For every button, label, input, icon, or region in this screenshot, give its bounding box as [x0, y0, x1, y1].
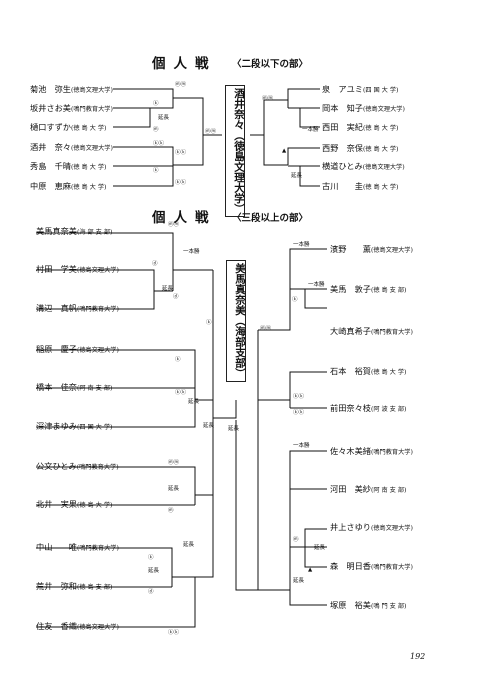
s2-score-mark: ⓜⓜ — [260, 326, 272, 332]
section1-division: 〈二段以下の部〉 — [232, 59, 309, 70]
s2-score-mark: ⓓ — [152, 261, 158, 267]
s1-left-entrant-6: 中原 恵麻(徳 島 大 学) — [30, 181, 107, 191]
s2-left-entrant-9: 中山 唯(鳴門教育大学) — [36, 542, 119, 552]
s1-score-mark: ⓜⓜ — [262, 96, 274, 102]
s2-encho-label: 延長 — [162, 286, 174, 292]
s2-left-entrant-8: 北井 実果(徳 島 大 学) — [36, 499, 113, 509]
s2-left-entrant-4: 稲原 慶子(徳島文理大学) — [36, 344, 119, 354]
s1-score-mark: ⓚ — [153, 168, 159, 174]
s2-encho-label: 延長 — [293, 578, 305, 584]
s1-score-mark: ⓚ — [153, 101, 159, 107]
s2-winner-box: 美馬真奈美（海部支部） — [226, 260, 246, 382]
s2-encho-label: 延長 — [314, 545, 326, 551]
s2-left-entrant-7: 公文ひとみ(鳴門教育大学) — [36, 461, 119, 471]
s2-encho-label: 延長 — [183, 542, 195, 548]
s1-triangle-mark: ▲ — [282, 148, 287, 154]
s1-score-mark: ⓚⓚ — [175, 180, 187, 186]
s2-score-mark: ⓓ — [173, 294, 179, 300]
s2-ippon-label: 一本勝 — [293, 242, 310, 248]
s2-ippon-label: 一本勝 — [308, 282, 325, 288]
s2-left-entrant-2: 村田 学美(徳島文理大学) — [36, 264, 119, 274]
s1-right-entrant-5: 横道ひとみ(徳島文理大学) — [322, 161, 405, 171]
s2-right-entrant-5: 前田奈々枝(阿 波 支 部) — [330, 403, 407, 413]
s2-score-mark: ⓜ — [168, 508, 174, 514]
s2-ippon-label: 一本勝 — [183, 249, 200, 255]
s2-right-entrant-1: 濱野 薫(徳島文理大学) — [330, 244, 413, 254]
s2-score-mark: ⓜⓜ — [168, 460, 180, 466]
s2-right-entrant-4: 石本 裕賀(徳 島 大 学) — [330, 366, 407, 376]
s2-score-mark: ⓚ — [206, 320, 212, 326]
s2-encho-label: 延長 — [188, 399, 200, 405]
s2-right-entrant-8: 井上さゆり(徳島文理大学) — [330, 522, 413, 532]
s2-left-entrant-10: 荒井 弥和(徳 島 支 部) — [36, 581, 113, 591]
s2-score-mark: ⓓ — [148, 589, 154, 595]
s1-right-entrant-3: 西田 実紀(徳 島 大 学) — [322, 122, 399, 132]
s1-score-mark: ⓚⓚ — [153, 141, 165, 147]
s1-right-entrant-2: 岡本 知子(徳島文理大学) — [322, 103, 405, 113]
s2-triangle-mark: ▲ — [308, 567, 313, 573]
s1-right-entrant-1: 泉 アユミ(四 国 大 学) — [322, 84, 399, 94]
page-number: 192 — [410, 652, 426, 661]
s1-left-entrant-2: 坂井さお美(鳴門教育大学) — [30, 103, 113, 113]
s1-left-entrant-1: 菊池 弥生(徳島文理大学) — [30, 84, 113, 94]
s2-left-entrant-3: 溝辺 真帆(鳴門教育大学) — [36, 303, 119, 313]
section1-title: 個人戦 — [152, 56, 217, 72]
s1-left-entrant-3: 樋口すずか(徳 島 大 学) — [30, 122, 107, 132]
s1-score-mark: ⓚⓚ — [175, 150, 187, 156]
section2-division: 〈三段以上の部〉 — [232, 213, 309, 224]
s2-right-entrant-9: 森 明日香(鳴門教育大学) — [330, 561, 413, 571]
s1-ippon-label: 一本勝 — [302, 127, 319, 133]
s2-score-mark: ⓚ — [148, 555, 154, 561]
s2-encho-label: 延長 — [168, 486, 180, 492]
s2-score-mark: ⓚⓚ — [293, 410, 305, 416]
s2-score-mark: ⓚⓚ — [293, 394, 305, 400]
s2-left-entrant-6: 深津まゆみ(四 国 大 学) — [36, 421, 113, 431]
s1-score-mark: ⓜ — [153, 127, 159, 133]
s1-encho-label: 延長 — [291, 173, 303, 179]
s2-left-entrant-1: 美馬真奈美(海 部 支 部) — [36, 226, 113, 236]
s1-score-mark: ⓜⓜ — [175, 82, 187, 88]
s2-right-entrant-2: 美馬 敦子(徳 島 支 部) — [330, 284, 407, 294]
s2-encho-label: 延長 — [228, 426, 240, 432]
s2-ippon-label: 一本勝 — [293, 443, 310, 449]
s2-encho-label: 延長 — [203, 423, 215, 429]
s2-right-entrant-3: 大崎真希子(鳴門教育大学) — [330, 326, 413, 336]
s2-score-mark: ⓜⓜ — [168, 222, 180, 228]
s1-encho-label: 延長 — [158, 115, 170, 121]
s2-right-entrant-6: 佐々木美緒(鳴門教育大学) — [330, 446, 413, 456]
s2-score-mark: ⓚ — [175, 357, 181, 363]
s2-left-entrant-11: 住友 香織(徳島文理大学) — [36, 621, 119, 631]
s2-score-mark: ⓚⓚ — [168, 630, 180, 636]
s2-left-entrant-5: 橋本 佳奈(阿 南 支 部) — [36, 382, 113, 392]
section2-title: 個人戦 — [152, 210, 217, 226]
s2-right-entrant-10: 塚原 裕美(鳴 門 支 部) — [330, 600, 407, 610]
s2-right-entrant-7: 河田 美紗(阿 南 支 部) — [330, 484, 407, 494]
s1-right-entrant-4: 西野 奈保(徳 島 大 学) — [322, 143, 399, 153]
s1-left-entrant-5: 秀島 千晴(徳 島 大 学) — [30, 161, 107, 171]
s2-score-mark: ⓚⓚ — [175, 390, 187, 396]
s2-score-mark: ⓜ — [293, 537, 299, 543]
s2-encho-label: 延長 — [148, 568, 160, 574]
s1-winner-box: 酒井奈々（徳島文理大学） — [225, 85, 245, 217]
s2-score-mark: ⓚ — [292, 297, 298, 303]
s1-right-entrant-6: 古川 圭(徳 島 大 学) — [322, 181, 399, 191]
s1-score-mark: ⓜⓜ — [205, 129, 217, 135]
s1-left-entrant-4: 酒井 奈々(徳島文理大学) — [30, 142, 113, 152]
